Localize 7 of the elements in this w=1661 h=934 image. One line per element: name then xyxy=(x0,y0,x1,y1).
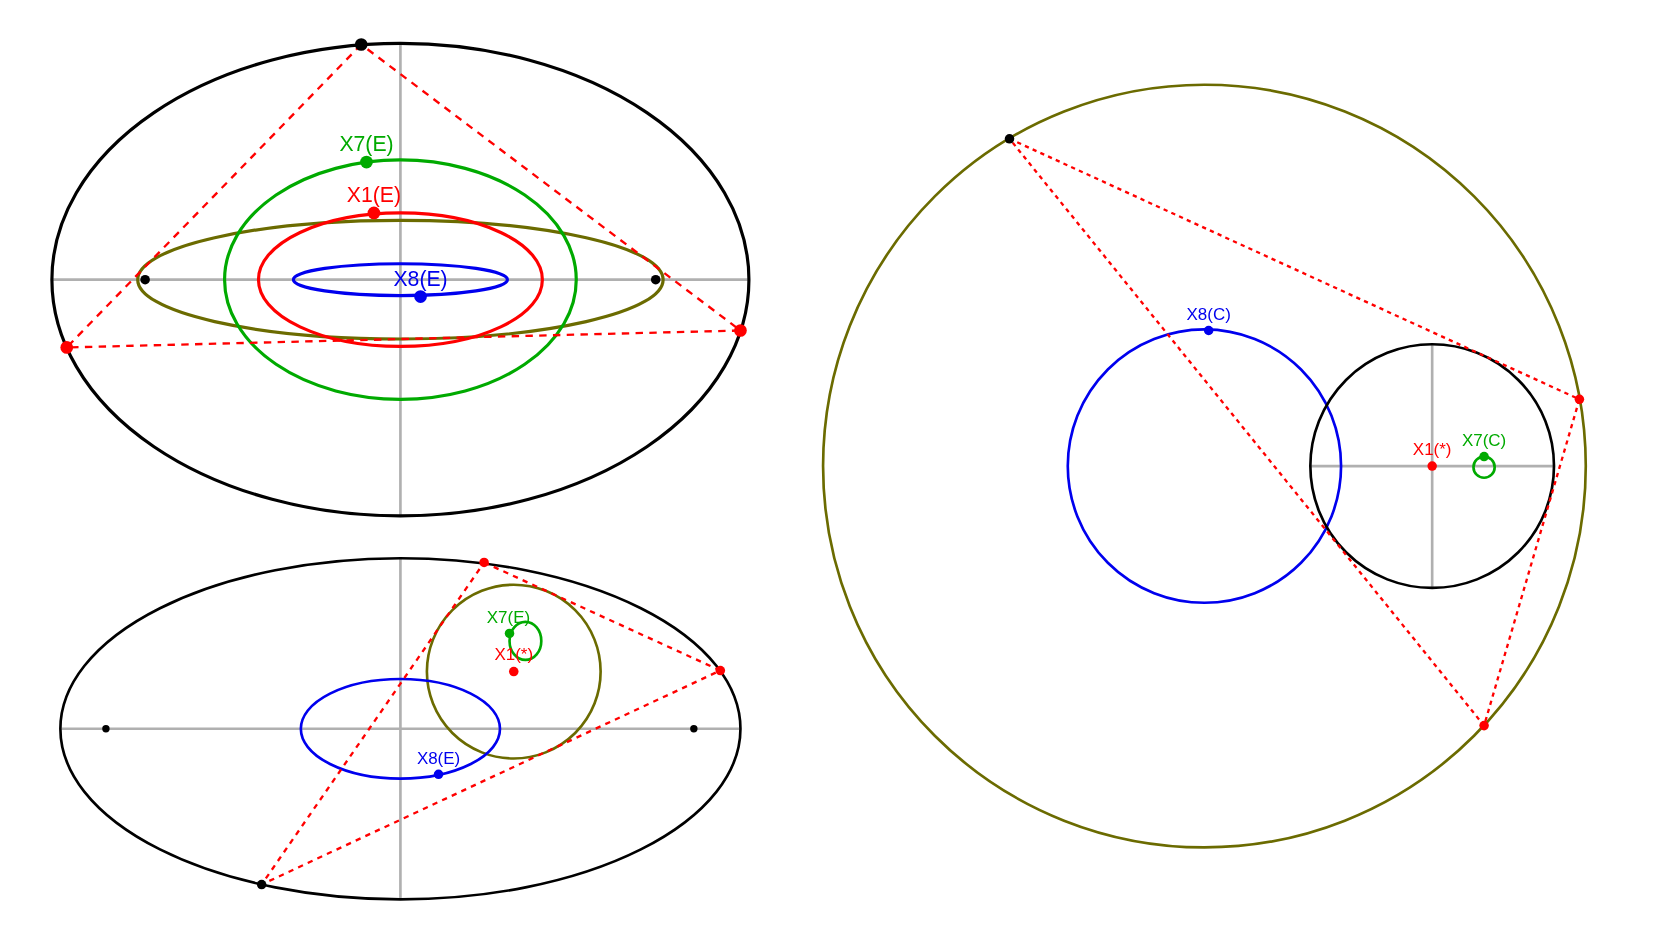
point-label: X8(E) xyxy=(393,268,448,290)
point-label: X8(C) xyxy=(1186,306,1231,324)
point-label: X7(C) xyxy=(1461,432,1507,450)
point-label: X7(E) xyxy=(339,133,394,155)
point-label: X8(E) xyxy=(416,750,461,767)
point-label: X1(*) xyxy=(1412,441,1452,459)
point-label: X1(E) xyxy=(346,184,401,206)
